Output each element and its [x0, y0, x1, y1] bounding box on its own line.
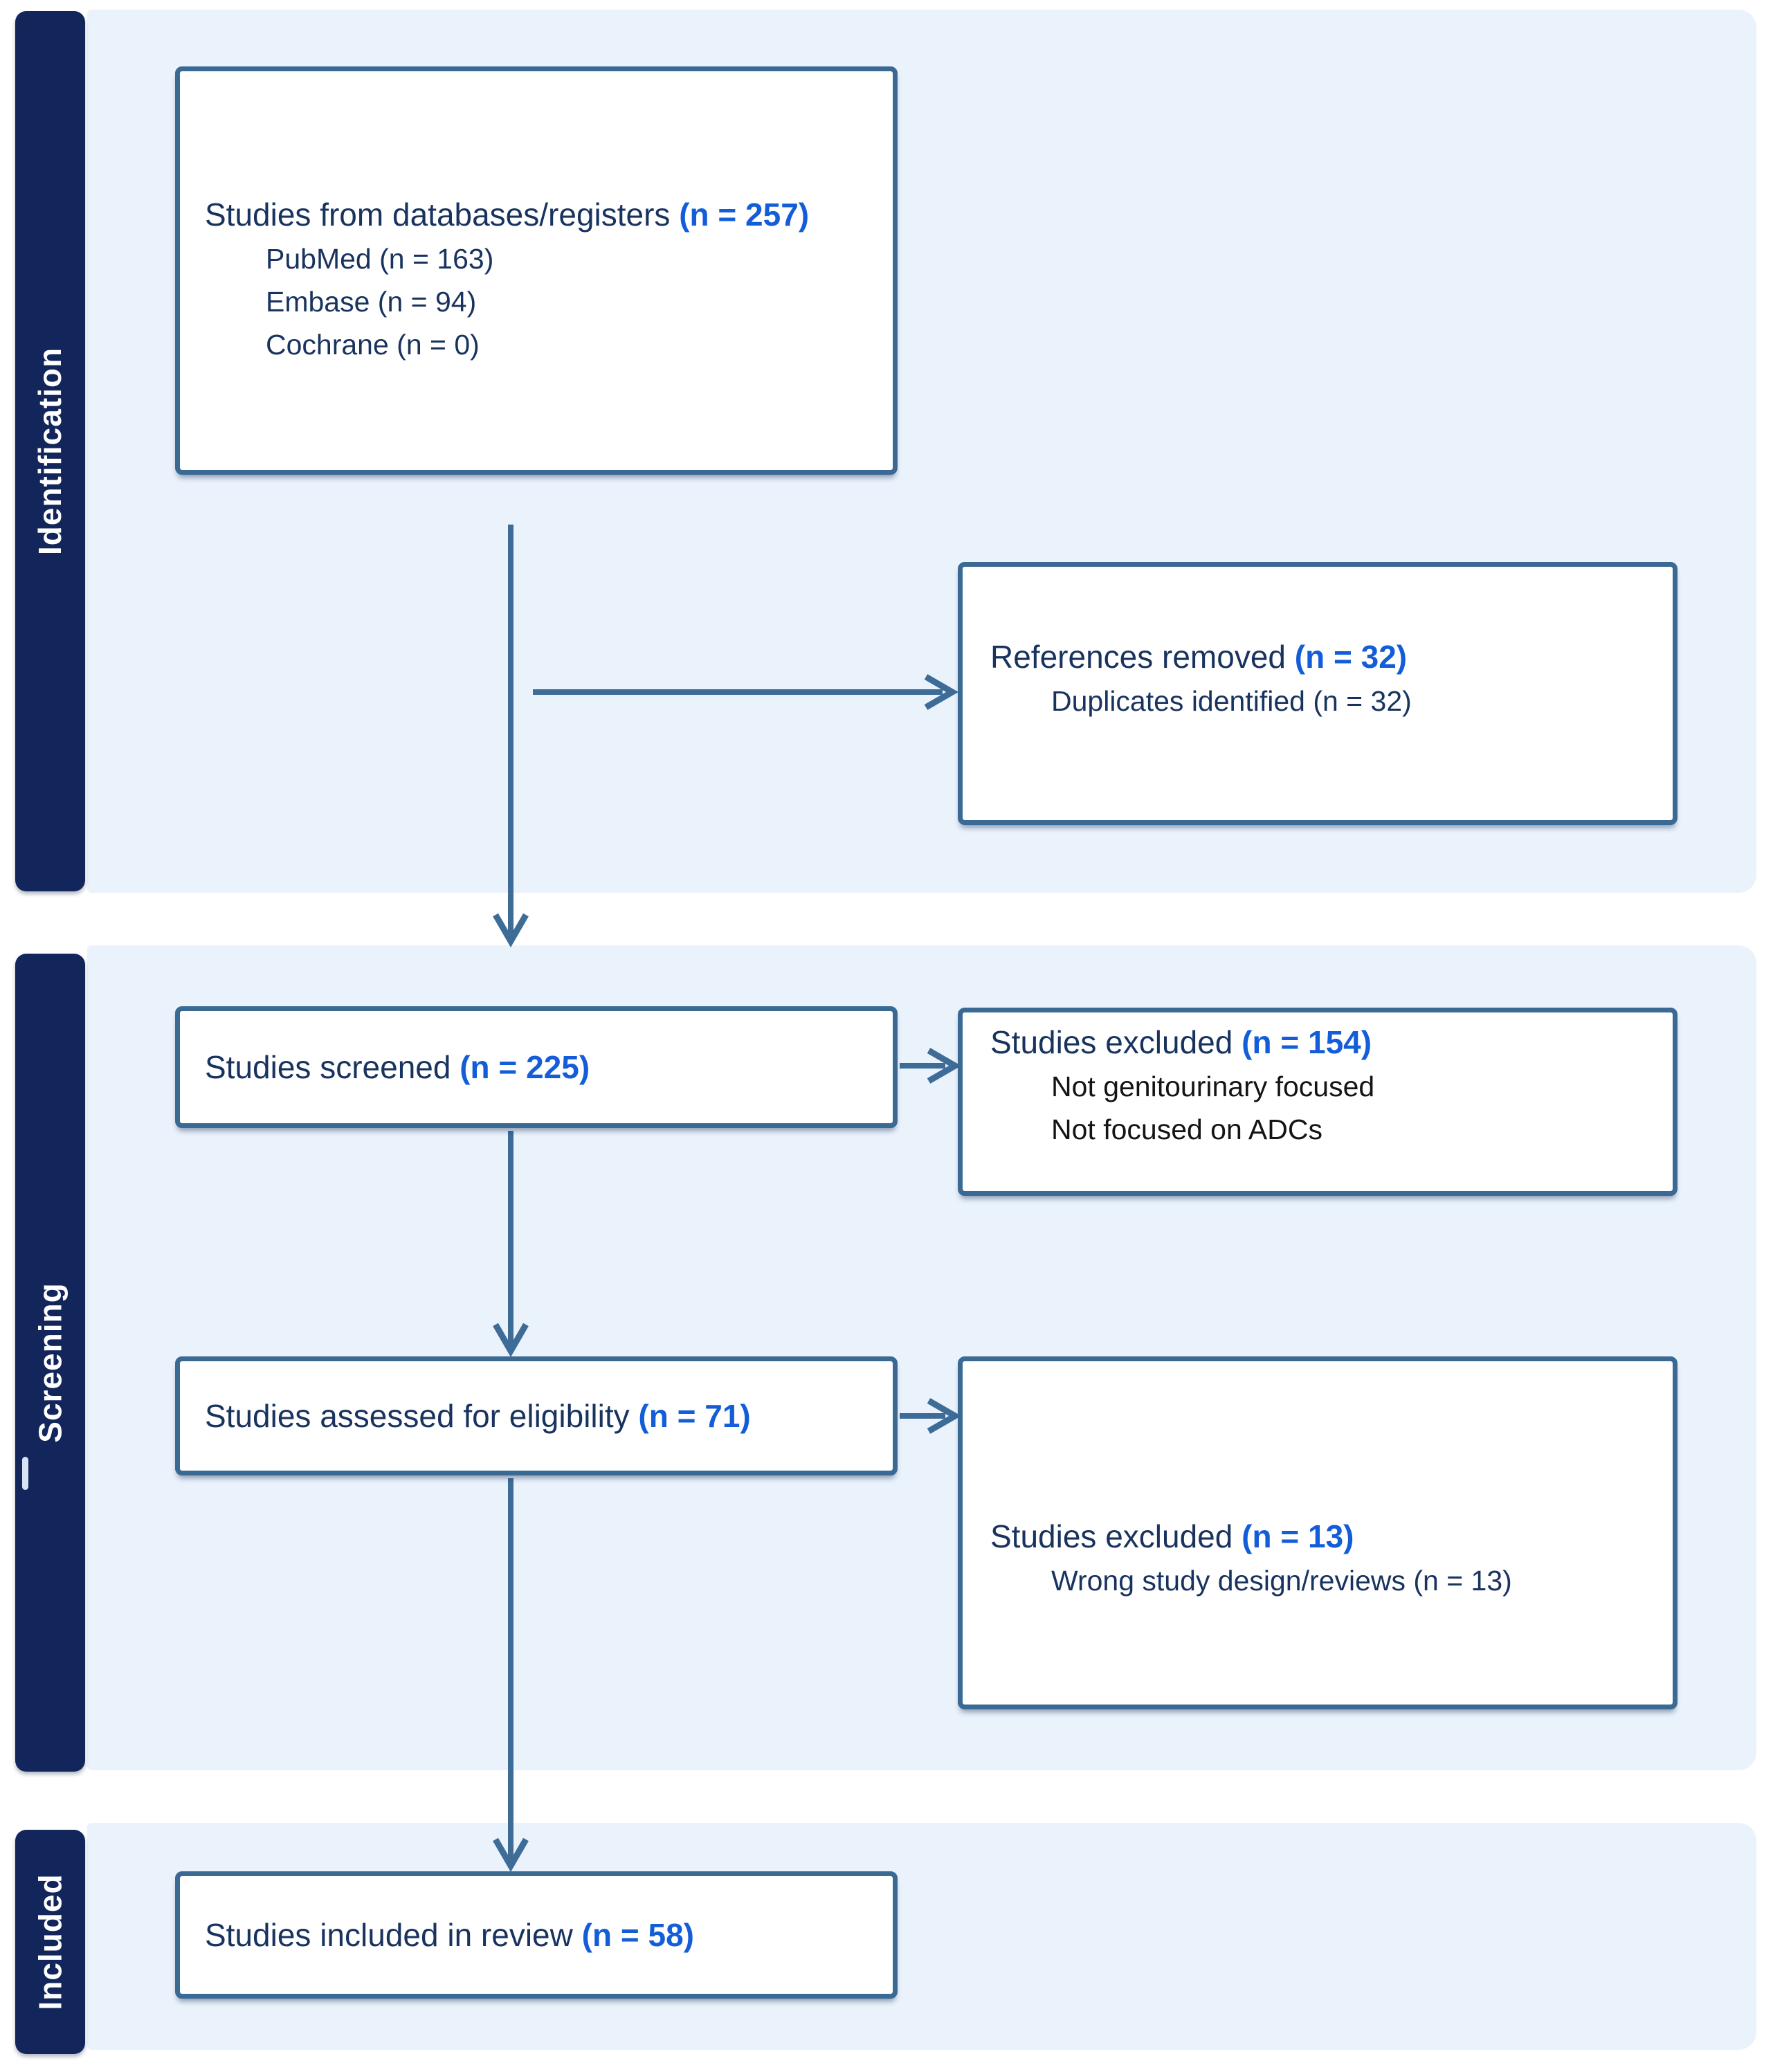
box-title-count: (n = 13) — [1242, 1518, 1354, 1554]
box-title: Studies excluded (n = 154) — [963, 1019, 1673, 1065]
box-item: Not genitourinary focused — [1051, 1071, 1375, 1102]
flow-box-assessed: Studies assessed for eligibility (n = 71… — [175, 1356, 898, 1475]
box-title-label: Studies excluded — [990, 1024, 1233, 1060]
sidebar-label-screening: Screening — [32, 1282, 69, 1443]
box-title-count: (n = 257) — [679, 197, 810, 233]
box-title: Studies from databases/registers (n = 25… — [180, 192, 893, 237]
arrow-down-identification-head — [493, 913, 529, 947]
box-title: Studies screened (n = 225) — [180, 1044, 893, 1090]
box-title-count: (n = 71) — [638, 1398, 751, 1434]
flow-box-excluded-eligibility: Studies excluded (n = 13) Wrong study de… — [958, 1356, 1677, 1709]
box-title-count: (n = 58) — [581, 1917, 694, 1953]
box-item: Not focused on ADCs — [1051, 1114, 1322, 1145]
box-title-label: Studies included in review — [205, 1917, 573, 1953]
sidebar-label-included: Included — [32, 1873, 69, 2010]
flow-box-excluded-screening: Studies excluded (n = 154) Not genitouri… — [958, 1008, 1677, 1196]
box-title-label: Studies assessed for eligibility — [205, 1398, 630, 1434]
box-item: Duplicates identified (n = 32) — [1051, 685, 1412, 717]
sidebar-bar-identification: Identification — [15, 11, 85, 891]
box-item: PubMed (n = 163) — [266, 243, 494, 275]
flow-box-databases: Studies from databases/registers (n = 25… — [175, 66, 898, 475]
flow-box-screened: Studies screened (n = 225) — [175, 1006, 898, 1128]
bar-tick-mark — [22, 1457, 28, 1490]
sidebar-label-identification: Identification — [32, 347, 69, 556]
box-title-label: Studies excluded — [990, 1518, 1233, 1554]
flow-box-references-removed: References removed (n = 32) Duplicates i… — [958, 562, 1677, 825]
box-title: References removed (n = 32) — [963, 634, 1673, 680]
box-item: Cochrane (n = 0) — [266, 329, 480, 361]
box-title-label: Studies screened — [205, 1049, 451, 1085]
sidebar-bar-screening: Screening — [15, 954, 85, 1772]
box-title: Studies assessed for eligibility (n = 71… — [180, 1393, 893, 1439]
box-title: Studies excluded (n = 13) — [963, 1514, 1673, 1559]
box-title-count: (n = 32) — [1294, 639, 1408, 675]
box-title-count: (n = 154) — [1242, 1024, 1372, 1060]
sidebar-bar-included: Included — [15, 1830, 85, 2054]
box-title-label: References removed — [990, 639, 1286, 675]
box-item: Wrong study design/reviews (n = 13) — [1051, 1565, 1512, 1597]
box-item: Embase (n = 94) — [266, 286, 477, 318]
box-title: Studies included in review (n = 58) — [180, 1912, 893, 1958]
box-title-label: Studies from databases/registers — [205, 197, 671, 233]
flow-box-included: Studies included in review (n = 58) — [175, 1871, 898, 1999]
box-title-count: (n = 225) — [460, 1049, 590, 1085]
